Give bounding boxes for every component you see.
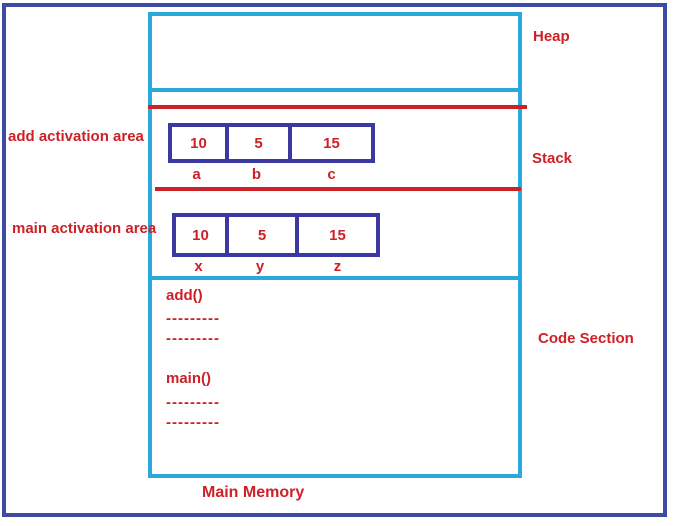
main-frame-cells: 10 5 15 — [172, 213, 380, 257]
memory-cell-z: 15 — [295, 217, 376, 253]
stack-label: Stack — [532, 150, 573, 167]
memory-cell-a: 10 — [190, 134, 207, 152]
memory-cell-b: 5 — [225, 127, 288, 159]
memory-cell-y: 5 — [225, 217, 295, 253]
var-label-b: b — [251, 166, 262, 183]
activation-frames-divider-red-line — [155, 187, 521, 191]
main-activation-area-label: main activation area — [12, 220, 157, 237]
heap-label: Heap — [533, 28, 570, 45]
outer-border — [2, 3, 667, 517]
var-label-x: x — [194, 258, 203, 275]
add-frame-variable-labels: a b c — [168, 166, 375, 183]
code-dash-line: --------- — [166, 394, 220, 411]
var-label-z: z — [333, 258, 342, 275]
heap-bottom-divider-line — [151, 88, 519, 92]
code-section-label: Code Section — [538, 330, 634, 347]
memory-cell-c: 15 — [288, 127, 371, 159]
main-frame-variable-labels: x y z — [172, 258, 380, 275]
code-main-function: main() — [166, 370, 211, 387]
add-frame-cells: 10 5 15 — [168, 123, 375, 163]
add-activation-area-label: add activation area — [8, 128, 144, 145]
code-add-function: add() — [166, 287, 203, 304]
memory-cell-x: 10 — [192, 226, 209, 244]
var-label-y: y — [255, 258, 265, 275]
code-dash-line: --------- — [166, 414, 220, 431]
var-label-c: c — [327, 166, 336, 183]
code-dash-line: --------- — [166, 310, 220, 327]
stack-top-red-line — [148, 105, 527, 109]
code-section-top-divider-line — [151, 276, 519, 280]
code-dash-line: --------- — [166, 330, 220, 347]
main-memory-box — [148, 12, 522, 478]
var-label-a: a — [192, 166, 201, 183]
main-memory-label: Main Memory — [202, 484, 305, 501]
